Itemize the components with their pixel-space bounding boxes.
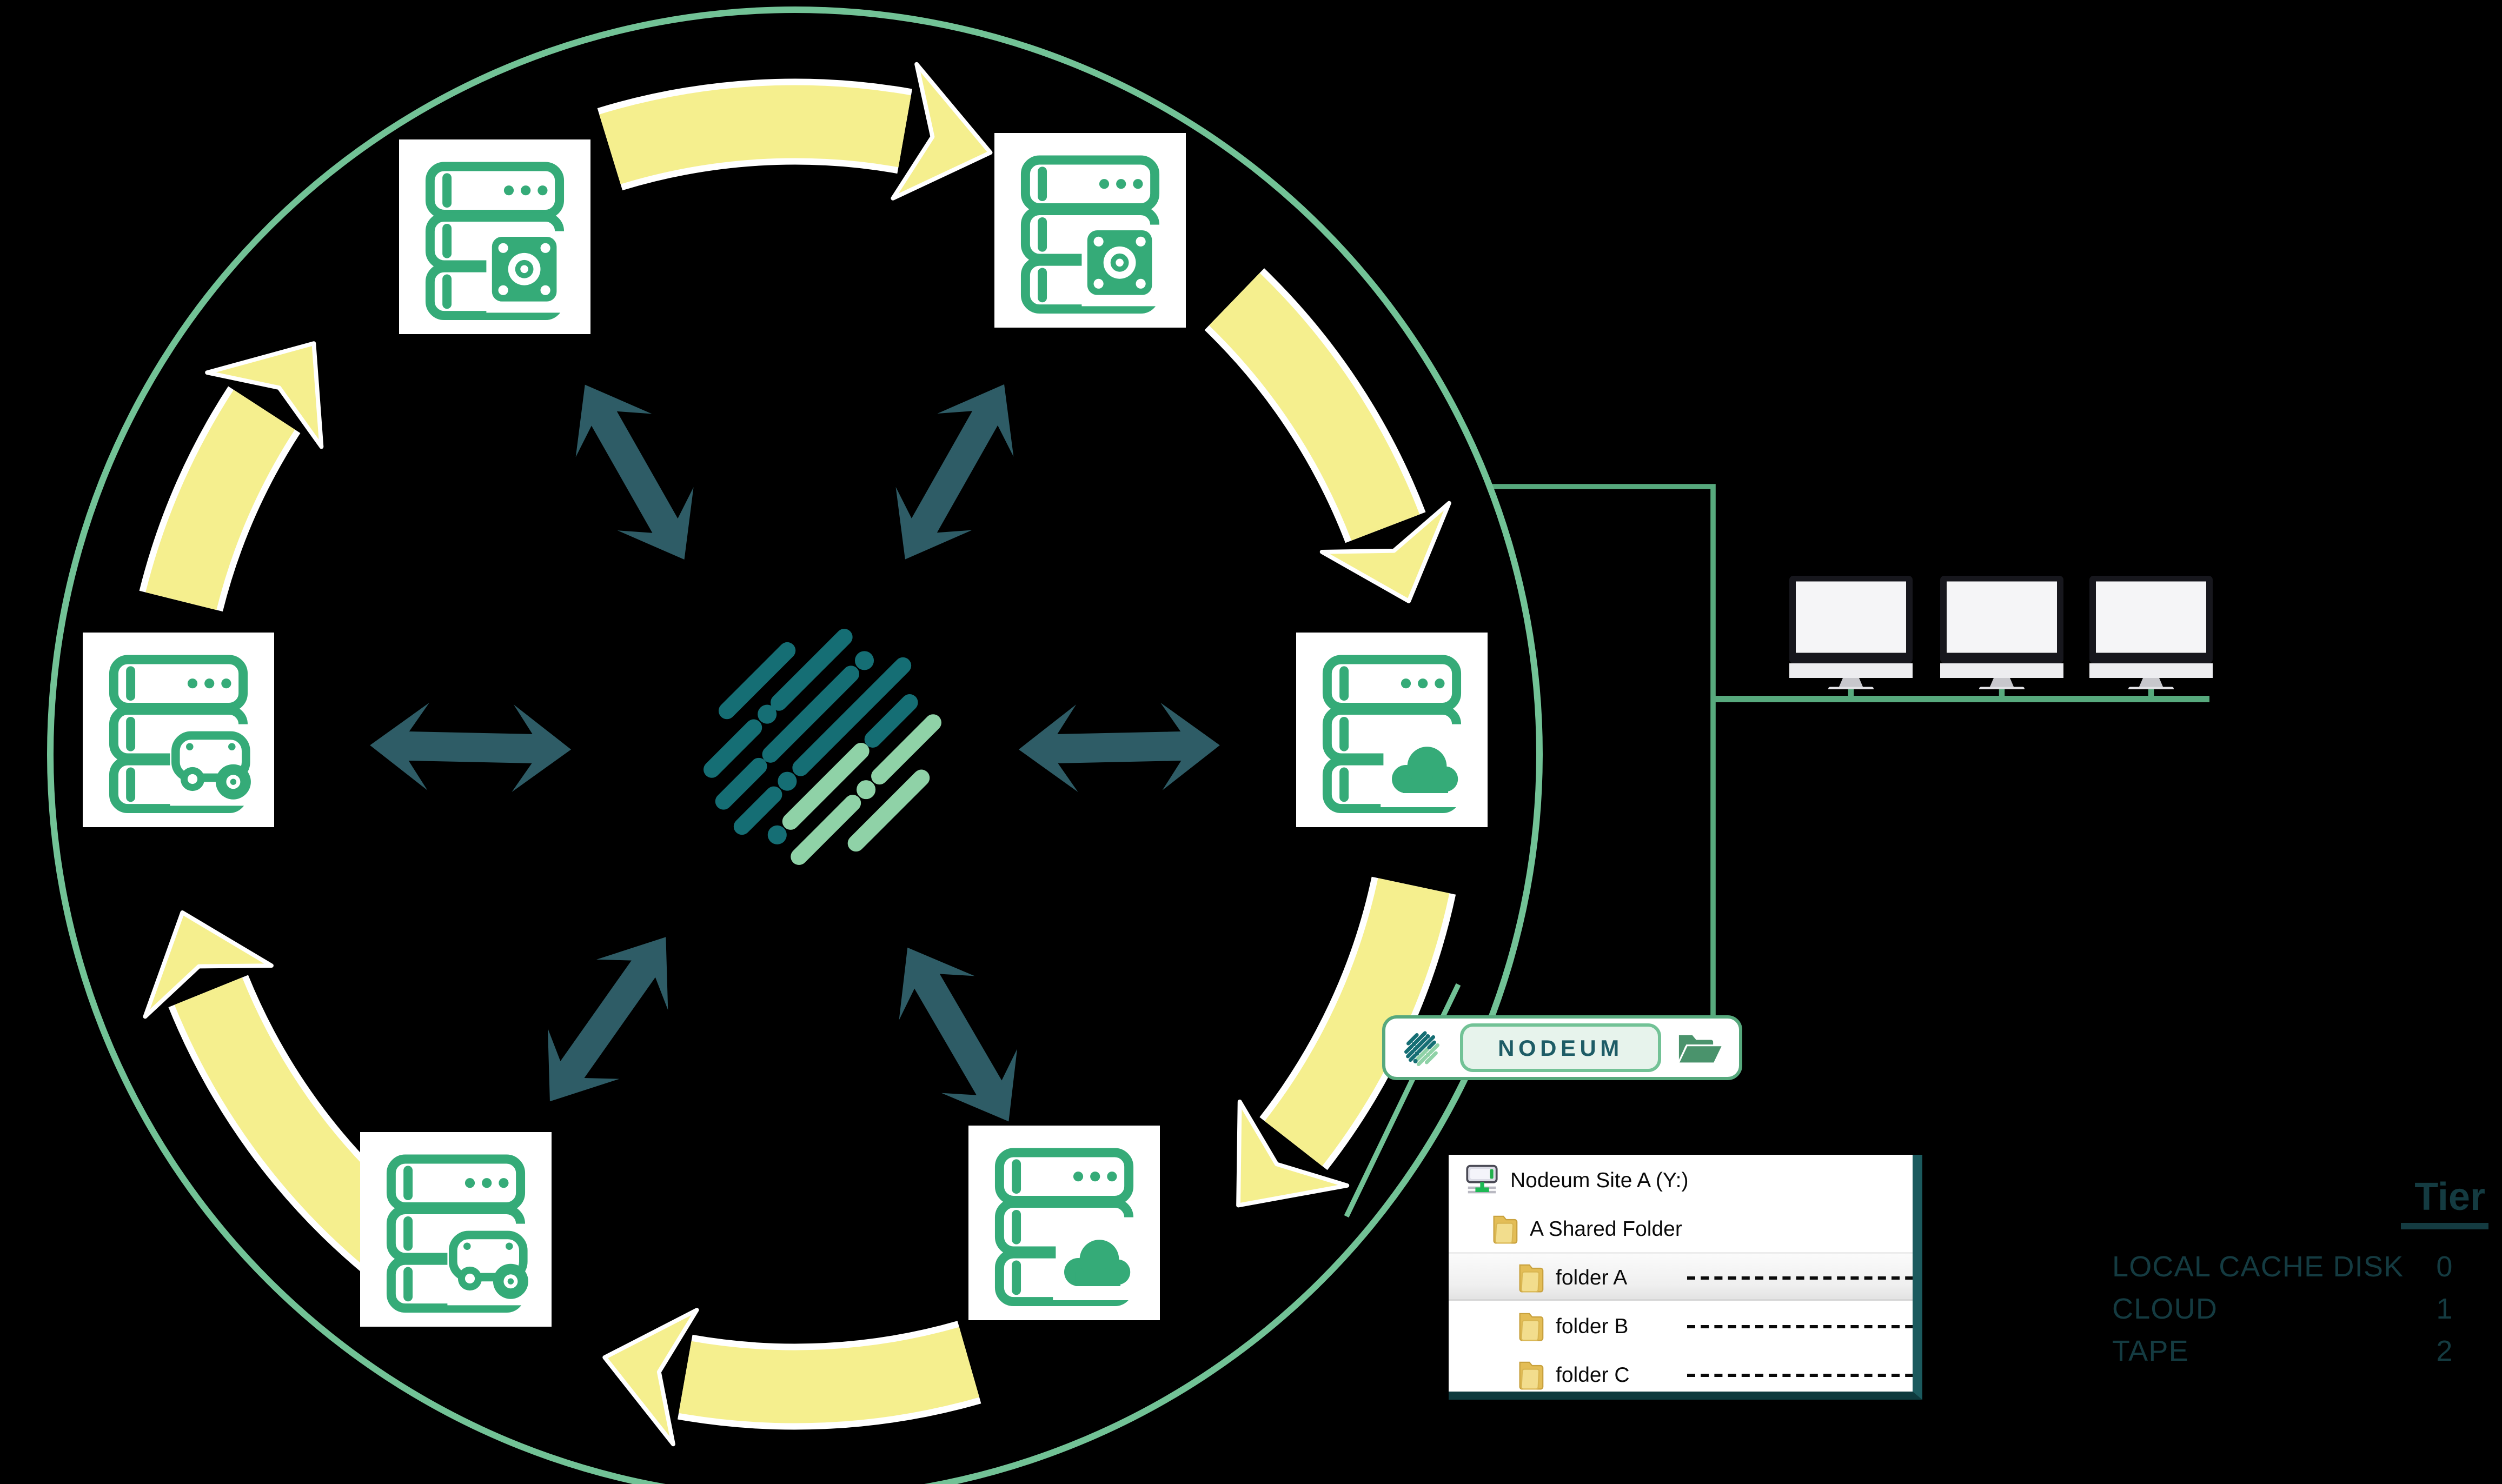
folder-icon	[1517, 1260, 1544, 1294]
tier-table-header: Tier	[2414, 1176, 2485, 1220]
nodeum-logo-icon	[1404, 1030, 1440, 1066]
sync-arrow-4	[899, 947, 1018, 1122]
network-connector-lines	[1344, 484, 2209, 1218]
tree-row-folder-c[interactable]: folder C	[1449, 1349, 1913, 1398]
tier-row-label: CLOUD	[2112, 1292, 2218, 1325]
tier-row-value: 0	[2436, 1249, 2453, 1282]
nodeum-badge-label: NODEUM	[1460, 1023, 1661, 1072]
nodeum-logo	[704, 629, 941, 865]
tree-row-drive[interactable]: Nodeum Site A (Y:)	[1449, 1155, 1913, 1203]
sync-arrow-6	[370, 702, 572, 793]
tree-folder-label: folder C	[1556, 1361, 1630, 1386]
tree-row-folder-b[interactable]: folder B	[1449, 1301, 1913, 1349]
server-card-cloud-2	[968, 1126, 1160, 1320]
nodeum-badge: NODEUM	[1382, 1015, 1742, 1080]
sync-arrows	[370, 384, 1220, 1122]
tier-row-tape: TAPE 2	[2099, 1330, 2498, 1372]
open-folder-icon	[1677, 1035, 1724, 1064]
sync-arrow-1	[575, 384, 694, 560]
tier-row-label: LOCAL CACHE DISK	[2112, 1249, 2404, 1282]
folder-icon	[1517, 1308, 1544, 1342]
file-tree-panel: Nodeum Site A (Y:) A Shared Folder folde…	[1449, 1155, 1922, 1400]
server-card-tape-2	[83, 633, 274, 827]
flow-arrow-6	[139, 341, 324, 612]
tier-row-local-cache-disk: LOCAL CACHE DISK 0	[2099, 1246, 2498, 1288]
tier-link-dashed-line	[1687, 1374, 1913, 1377]
tree-row-folder-a[interactable]: folder A	[1449, 1252, 1913, 1301]
tier-link-dashed-line	[1687, 1276, 1913, 1280]
tier-link-dashed-line	[1687, 1325, 1913, 1328]
sync-arrow-2	[895, 384, 1014, 560]
tree-shared-folder-label: A Shared Folder	[1530, 1215, 1682, 1240]
workstation-monitor-icon	[1940, 576, 2063, 689]
server-cloud-icon	[1322, 655, 1468, 814]
flow-arrow-3	[1236, 876, 1456, 1208]
server-card-cloud-1	[1296, 633, 1488, 827]
tree-drive-label: Nodeum Site A (Y:)	[1510, 1167, 1689, 1192]
server-cloud-icon	[994, 1148, 1140, 1307]
server-disk-icon	[425, 162, 568, 321]
flow-arrow-2	[1204, 268, 1451, 603]
network-drive-icon	[1465, 1163, 1499, 1195]
sync-arrow-5	[547, 937, 668, 1102]
tier-header-underline	[2401, 1223, 2488, 1229]
server-card-disk-2	[994, 133, 1186, 328]
tier-row-value: 2	[2436, 1334, 2453, 1367]
tree-row-shared-folder[interactable]: A Shared Folder	[1449, 1203, 1913, 1252]
site-ring-circle	[47, 6, 1543, 1484]
tier-row-value: 1	[2436, 1292, 2453, 1325]
workstation-monitor-icon	[1789, 576, 1913, 689]
data-flow-arrows	[139, 62, 1456, 1447]
server-tape-icon	[386, 1154, 529, 1313]
server-disk-icon	[1020, 155, 1164, 314]
folder-icon	[1491, 1211, 1518, 1245]
sync-arrow-3	[1018, 702, 1220, 793]
server-tape-icon	[109, 655, 252, 814]
tier-row-label: TAPE	[2112, 1334, 2189, 1367]
tree-folder-label: folder B	[1556, 1313, 1629, 1337]
flow-arrow-1	[597, 62, 993, 201]
tier-table: Tier LOCAL CACHE DISK 0 CLOUD 1 TAPE 2	[2099, 1177, 2498, 1372]
folder-icon	[1517, 1357, 1544, 1391]
flow-arrow-5	[143, 910, 416, 1272]
server-card-disk-1	[399, 139, 590, 334]
trunk-line	[1491, 484, 1716, 1015]
workstation-monitor-icon	[2089, 576, 2213, 689]
server-card-tape-1	[360, 1132, 552, 1327]
flow-arrow-4	[602, 1308, 981, 1447]
tier-row-cloud: CLOUD 1	[2099, 1288, 2498, 1330]
tree-folder-label: folder A	[1556, 1264, 1628, 1289]
